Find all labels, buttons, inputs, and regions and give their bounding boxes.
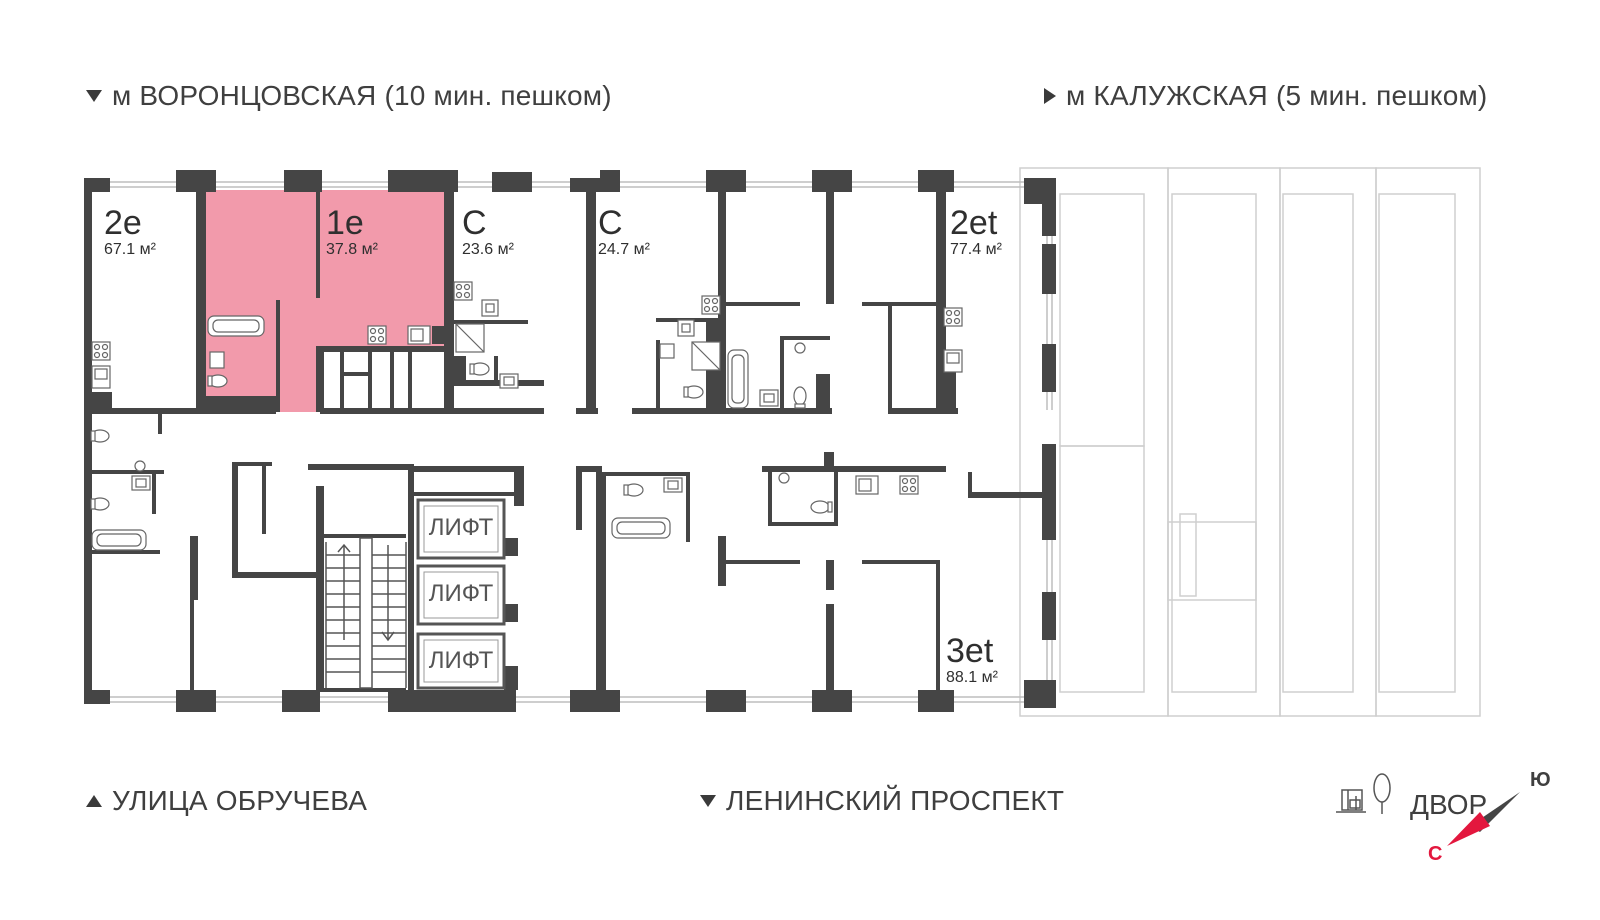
street-obrucheva-label: УЛИЦА ОБРУЧЕВА [86, 785, 367, 817]
triangle-down-icon [700, 795, 716, 807]
compass-icon: Ю С [1428, 769, 1551, 865]
apt-c2-type: С [598, 204, 623, 242]
triangle-up-icon [86, 795, 102, 807]
lift-label-1: ЛИФТ [429, 514, 494, 541]
annex-outline [1019, 167, 1481, 717]
lift-label-3: ЛИФТ [429, 647, 494, 674]
apt-c2-area: 24.7 м² [598, 241, 651, 258]
apt-3et-area: 88.1 м² [946, 669, 999, 686]
street-mid-text: ЛЕНИНСКИЙ ПРОСПЕКТ [726, 785, 1065, 816]
apt-c1-type: С [462, 204, 487, 242]
lift-label-2: ЛИФТ [429, 580, 494, 607]
apartment-labels: 2e 67.1 м² 1e 37.8 м² С 23.6 м² С 24.7 м… [104, 204, 1003, 686]
apt-2e-type: 2e [104, 204, 142, 242]
apt-2et-area: 77.4 м² [950, 241, 1003, 258]
tree-icon [1373, 773, 1391, 814]
apt-1e-area[interactable]: 37.8 м² [326, 241, 379, 258]
apt-3et-type: 3et [946, 632, 994, 670]
metro-left-text: м ВОРОНЦОВСКАЯ (10 мин. пешком) [112, 80, 612, 111]
staircase [325, 537, 407, 689]
triangle-right-icon [1044, 88, 1056, 104]
metro-voroncovskaya-label: м ВОРОНЦОВСКАЯ (10 мин. пешком) [86, 80, 612, 112]
yard-label: ДВОР [1410, 789, 1487, 820]
apt-c1-area: 23.6 м² [462, 241, 515, 258]
compass-north: С [1428, 843, 1442, 865]
fixtures [90, 281, 963, 551]
metro-right-text: м КАЛУЖСКАЯ (5 мин. пешком) [1066, 80, 1488, 111]
compass-south: Ю [1530, 769, 1551, 791]
apt-1e-type[interactable]: 1e [326, 204, 364, 242]
walls [84, 170, 1056, 712]
lifts: ЛИФТ ЛИФТ ЛИФТ [416, 498, 506, 690]
apt-2et-type: 2et [950, 204, 998, 242]
triangle-down-icon [86, 90, 102, 102]
apt-2e-area: 67.1 м² [104, 241, 157, 258]
street-left-text: УЛИЦА ОБРУЧЕВА [112, 785, 368, 816]
metro-kaluzhskaya-label: м КАЛУЖСКАЯ (5 мин. пешком) [1044, 80, 1487, 112]
leninsky-prospekt-label: ЛЕНИНСКИЙ ПРОСПЕКТ [700, 785, 1064, 817]
playground-icon [1336, 789, 1366, 813]
